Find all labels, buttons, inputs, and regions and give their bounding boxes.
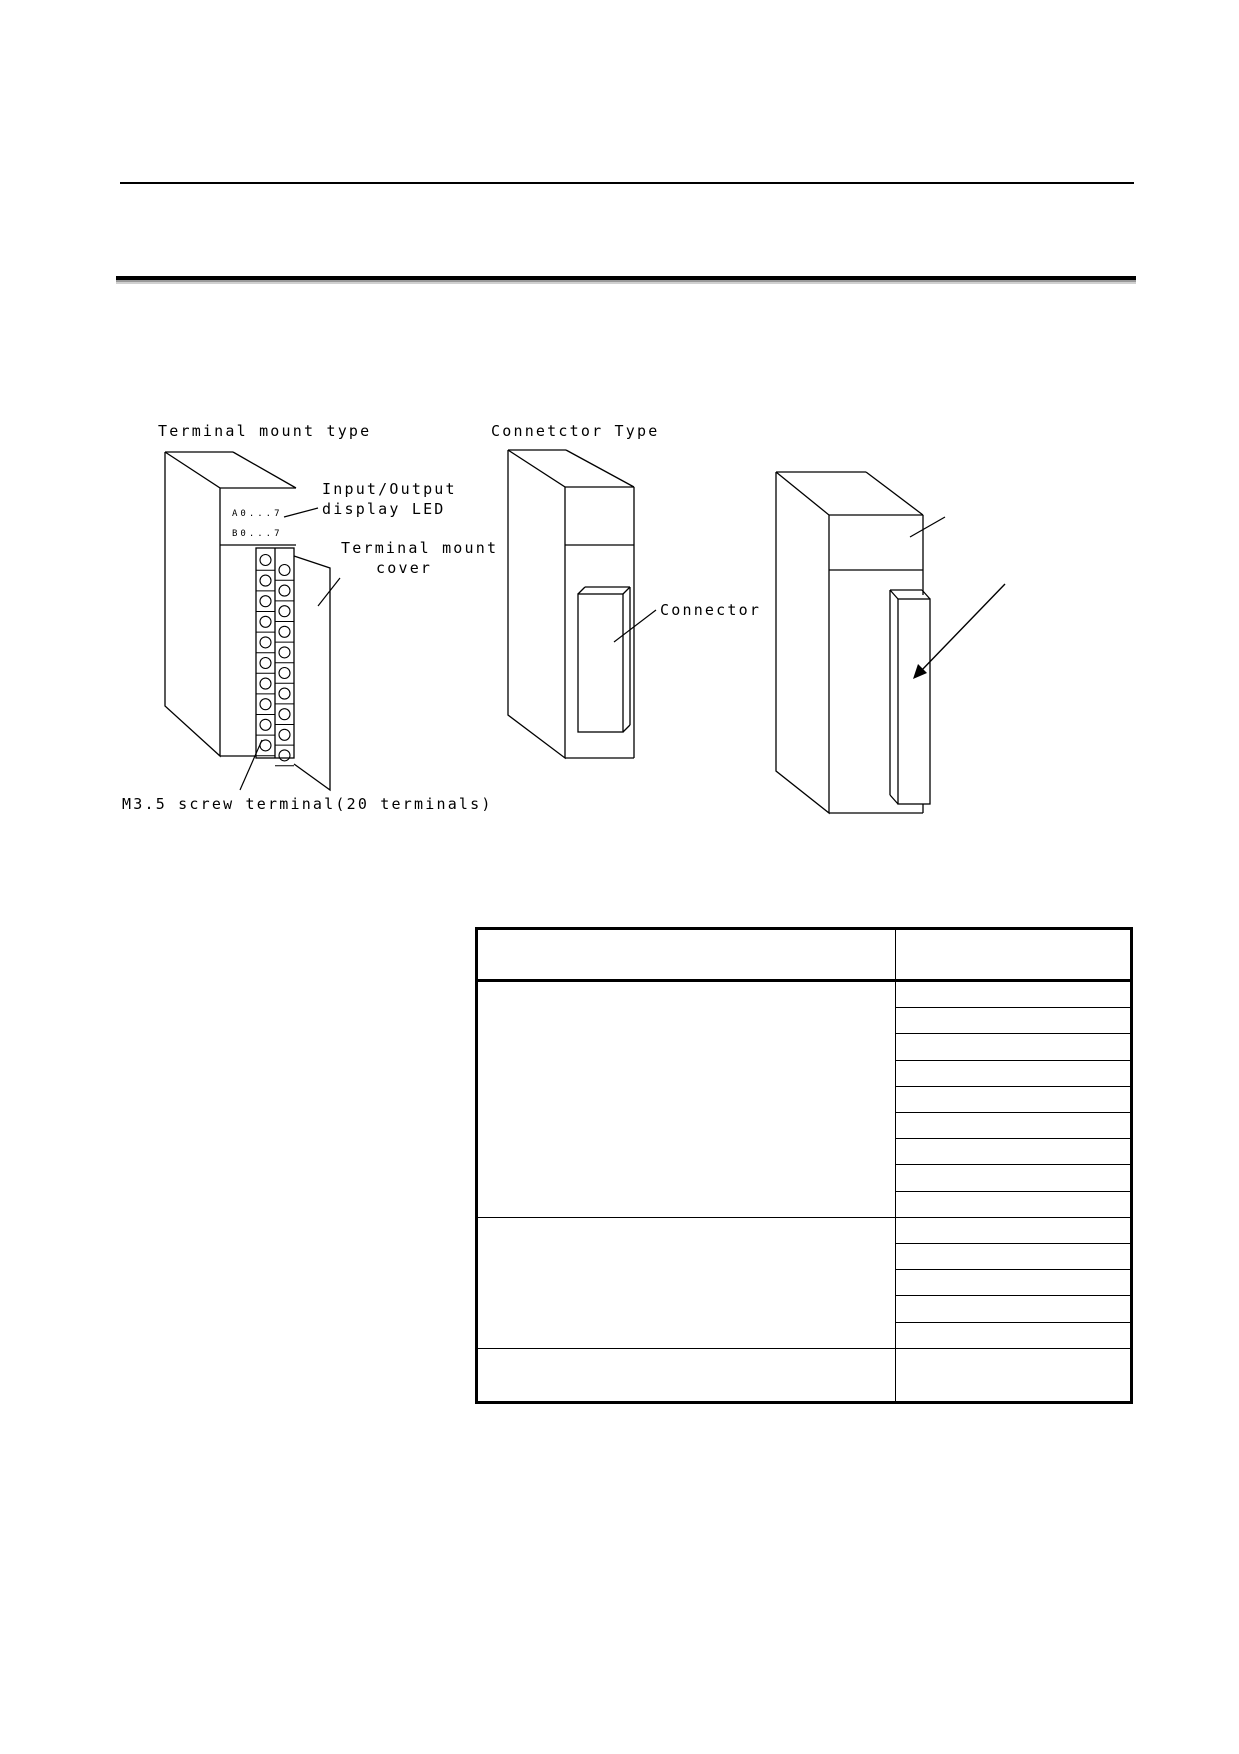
- terminal-screw-right: [278, 687, 291, 700]
- screw-terminals: [256, 553, 294, 767]
- table-row-cell: [896, 1034, 1133, 1061]
- terminal-screw-right: [278, 708, 291, 721]
- connector-leader: [613, 609, 657, 643]
- table-column-divider: [895, 930, 896, 1401]
- terminal-screw-right: [278, 749, 291, 762]
- terminal-cover-label-line1: Terminal mount: [341, 539, 498, 557]
- table-row-cell: [896, 1061, 1133, 1087]
- arrowhead: [913, 664, 927, 679]
- third-module-leader: [909, 516, 946, 538]
- terminal-screw-left: [259, 718, 272, 731]
- cover-leader: [317, 577, 341, 607]
- screw-terminal-label: M3.5 screw terminal(20 terminals): [122, 795, 493, 813]
- terminal-screw-left: [259, 553, 272, 567]
- table-row-cell: [896, 1349, 1133, 1401]
- third-module: [775, 471, 931, 815]
- connector-type-title: Connetctor Type: [491, 422, 659, 440]
- table-row-cell: [896, 1218, 1133, 1244]
- table-group-label: [478, 1349, 895, 1401]
- terminal-screw-left: [259, 574, 272, 587]
- table-row-cell: [896, 1139, 1133, 1166]
- connector-module: [507, 449, 635, 760]
- spec-table: [475, 927, 1133, 1404]
- screw-terminal-leader: [239, 739, 263, 791]
- terminal-screw-right: [278, 728, 291, 741]
- terminal-screw-right: [278, 646, 291, 659]
- terminal-screw-right: [278, 625, 291, 638]
- table-row-cell: [896, 1192, 1133, 1218]
- table-row-cell: [896, 982, 1133, 1009]
- connector-label: Connector: [660, 601, 761, 619]
- led-label-a: A0...7: [232, 509, 283, 519]
- io-led-leader: [283, 507, 319, 518]
- terminal-mount-module: [164, 451, 331, 792]
- terminal-screw-right: [278, 666, 291, 680]
- top-rule: [120, 182, 1134, 184]
- table-row-cell: [896, 1087, 1133, 1113]
- terminal-screw-right: [278, 605, 291, 618]
- terminal-screw-right: [278, 584, 291, 597]
- led-label-b: B0...7: [232, 529, 283, 539]
- header-rule: [116, 276, 1136, 280]
- header-cell-left: [486, 938, 886, 974]
- table-row-cell: [896, 1270, 1133, 1297]
- table-header: [478, 930, 1130, 982]
- io-led-label-line1: Input/Output: [322, 480, 457, 498]
- module-figure: Terminal mount type A0...7 B0...7 Input/…: [122, 422, 1006, 815]
- table-row-cell: [896, 1113, 1133, 1140]
- table-row-cell: [896, 1244, 1133, 1271]
- terminal-screw-left: [259, 595, 272, 608]
- table-row-cell: [896, 1165, 1133, 1192]
- terminal-type-title: Terminal mount type: [158, 422, 371, 440]
- terminal-screw-left: [259, 636, 272, 649]
- connector-arrow: [919, 583, 1006, 673]
- terminal-screw-left: [259, 677, 272, 690]
- table-row-cell: [896, 1296, 1133, 1323]
- table-group-label: [478, 1218, 895, 1349]
- terminal-screw-left: [259, 698, 272, 711]
- table-row-cell: [896, 1008, 1133, 1035]
- table-group-label: [478, 982, 895, 1218]
- io-led-label-line2: display LED: [322, 500, 446, 518]
- terminal-screw-left: [259, 615, 272, 628]
- header-cell-right: [904, 938, 1124, 974]
- terminal-cover-label-line2: cover: [376, 559, 432, 577]
- terminal-screw-right: [278, 563, 291, 577]
- table-row-cell: [896, 1323, 1133, 1349]
- terminal-screw-left: [259, 656, 272, 670]
